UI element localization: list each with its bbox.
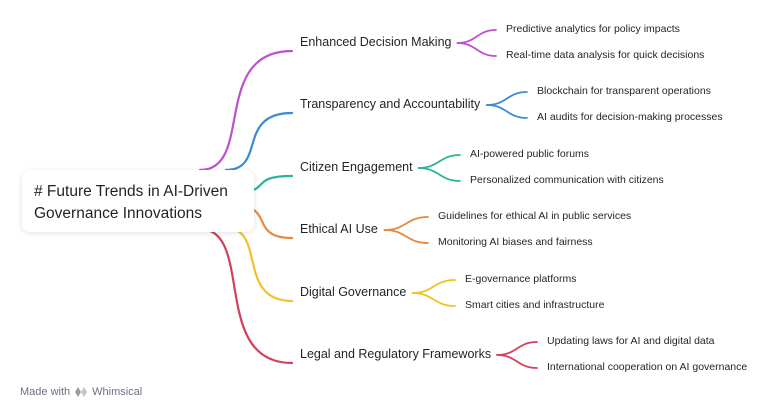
branch-ethical-ai-use[interactable]: Ethical AI Use <box>300 222 378 236</box>
connector-enhanced-decision-making-to-real-time-data-analysis-for-quick-decisions <box>456 42 497 57</box>
connector-citizen-engagement-to-personalized-communication-with-citizens <box>417 167 461 182</box>
footer-made-with: Made with <box>20 386 71 398</box>
connector-root-to-enhanced-decision-making <box>198 49 294 172</box>
root-title-line-1: # Future Trends in AI-Driven <box>34 183 228 200</box>
connector-ethical-ai-use-to-monitoring-ai-biases-and-fairness <box>383 229 429 244</box>
leaf-monitoring-ai-biases-and-fairness[interactable]: Monitoring AI biases and fairness <box>438 236 593 248</box>
connector-ethical-ai-use-to-guidelines-for-ethical-ai-in-public-services <box>383 216 429 231</box>
connector-root-to-legal-and-regulatory-frameworks <box>198 227 294 365</box>
connector-transparency-and-accountability-to-ai-audits-for-decision-making-processes <box>485 104 528 119</box>
connector-enhanced-decision-making-to-predictive-analytics-for-policy-impacts <box>456 29 497 44</box>
leaf-e-governance-platforms[interactable]: E-governance platforms <box>465 273 577 285</box>
leaf-connectors <box>383 29 538 369</box>
connector-legal-and-regulatory-frameworks-to-international-cooperation-on-ai-governance <box>496 354 538 369</box>
leaf-guidelines-for-ethical-ai-in-public-services[interactable]: Guidelines for ethical AI in public serv… <box>438 210 632 222</box>
branch-transparency-and-accountability[interactable]: Transparency and Accountability <box>300 97 481 111</box>
leaf-smart-cities-and-infrastructure[interactable]: Smart cities and infrastructure <box>465 299 605 311</box>
whimsical-logo-icon <box>75 387 88 397</box>
leaf-real-time-data-analysis-for-quick-decisions[interactable]: Real-time data analysis for quick decisi… <box>506 49 705 61</box>
root-title-line-2: Governance Innovations <box>34 205 203 222</box>
branch-enhanced-decision-making[interactable]: Enhanced Decision Making <box>300 35 452 49</box>
footer-attribution[interactable]: Made with Whimsical <box>20 386 142 398</box>
leaf-ai-powered-public-forums[interactable]: AI-powered public forums <box>470 148 590 160</box>
branch-legal-and-regulatory-frameworks[interactable]: Legal and Regulatory Frameworks <box>300 347 492 361</box>
connector-digital-governance-to-e-governance-platforms <box>411 279 456 294</box>
leaf-ai-audits-for-decision-making-processes[interactable]: AI audits for decision-making processes <box>537 111 723 123</box>
connector-transparency-and-accountability-to-blockchain-for-transparent-operations <box>485 91 528 106</box>
leaf-updating-laws-for-ai-and-digital-data[interactable]: Updating laws for AI and digital data <box>547 335 715 347</box>
leaf-international-cooperation-on-ai-governance[interactable]: International cooperation on AI governan… <box>547 361 748 373</box>
leaf-blockchain-for-transparent-operations[interactable]: Blockchain for transparent operations <box>537 85 711 97</box>
leaf-predictive-analytics-for-policy-impacts[interactable]: Predictive analytics for policy impacts <box>506 23 680 35</box>
branch-digital-governance[interactable]: Digital Governance <box>300 285 407 299</box>
connector-digital-governance-to-smart-cities-and-infrastructure <box>411 292 456 307</box>
connector-root-to-transparency-and-accountability <box>224 111 294 172</box>
branch-citizen-engagement[interactable]: Citizen Engagement <box>300 160 413 174</box>
connector-citizen-engagement-to-ai-powered-public-forums <box>417 154 461 169</box>
connector-legal-and-regulatory-frameworks-to-updating-laws-for-ai-and-digital-data <box>496 341 538 356</box>
root-topic[interactable]: # Future Trends in AI-Driven Governance … <box>22 170 254 232</box>
footer-brand: Whimsical <box>92 386 143 398</box>
leaf-personalized-communication-with-citizens[interactable]: Personalized communication with citizens <box>470 174 664 186</box>
